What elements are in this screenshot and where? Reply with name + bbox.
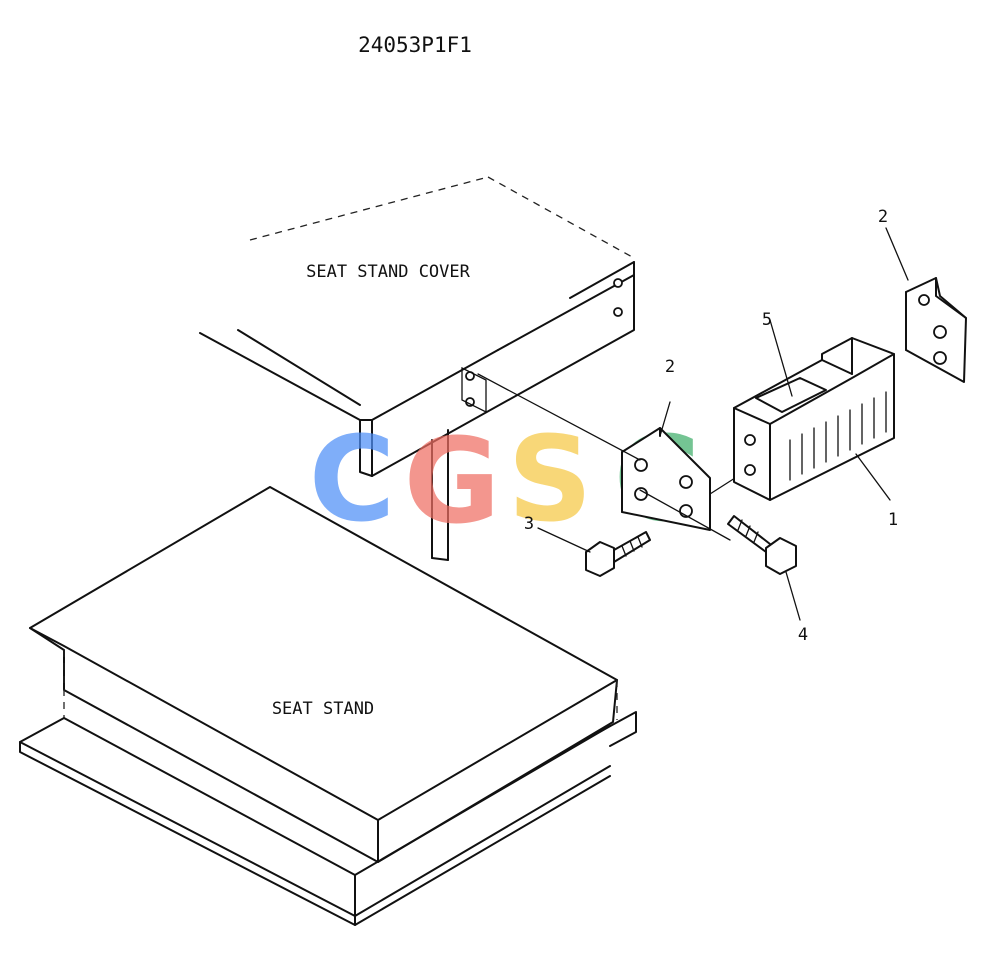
seat-stand-cover: SEAT STAND COVER bbox=[199, 176, 635, 561]
seat-stand-label: SEAT STAND bbox=[272, 699, 374, 719]
callout-part-2-upper: 2 bbox=[878, 207, 888, 227]
callout-part-5: 5 bbox=[762, 310, 772, 330]
bolt-part-4 bbox=[727, 515, 801, 621]
callout-part-3: 3 bbox=[524, 514, 534, 534]
bracket-part-2-lower bbox=[621, 401, 711, 531]
drawing-id: 24053P1F1 bbox=[358, 33, 472, 57]
callout-part-1: 1 bbox=[888, 510, 898, 530]
watermark-letter-1: C bbox=[309, 410, 396, 548]
watermark-letter-3: S bbox=[508, 410, 593, 548]
block-part-1 bbox=[733, 319, 895, 501]
callout-part-4: 4 bbox=[798, 625, 808, 645]
bracket-part-2-upper bbox=[885, 227, 967, 383]
bolt-part-3 bbox=[537, 527, 651, 577]
callout-part-2-lower: 2 bbox=[665, 357, 675, 377]
seat-stand-cover-label: SEAT STAND COVER bbox=[306, 262, 471, 282]
watermark-letter-2: G bbox=[404, 412, 501, 550]
seat-stand: SEAT STAND bbox=[19, 486, 637, 926]
